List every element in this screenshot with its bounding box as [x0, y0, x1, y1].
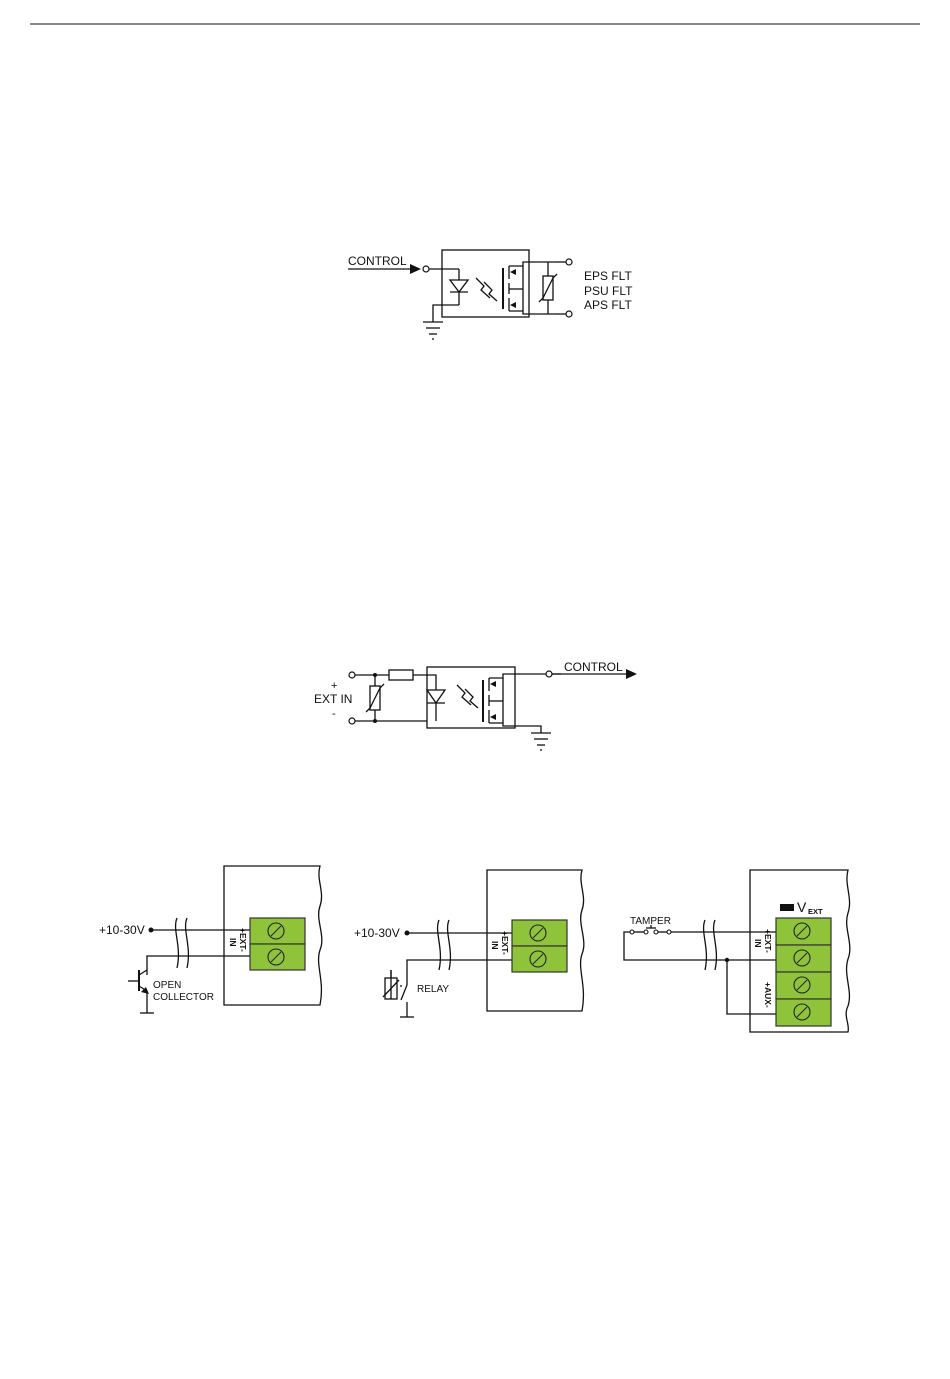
terminal-block [776, 918, 831, 1026]
ext-input-diagram: + EXT IN - [314, 660, 637, 750]
led-icon [427, 690, 445, 721]
device-label-line2: COLLECTOR [153, 992, 214, 1003]
device-label-line1: OPEN [153, 980, 181, 991]
wiring1-voltage-label: +10-30V [99, 923, 145, 937]
terminal-label-line1: +EXT- [500, 931, 510, 955]
diagram2-control-label: CONTROL [564, 660, 623, 674]
signal-wire [407, 960, 512, 985]
light-emission-icon [476, 278, 497, 301]
relay-coil-icon [383, 970, 404, 999]
vext-label-main: V [797, 899, 807, 915]
ext-in-minus-terminal [349, 718, 355, 724]
output-label-psu: PSU FLT [584, 284, 633, 298]
fault-output-diagram: CONTROL [348, 250, 633, 339]
ground-icon [531, 733, 551, 750]
terminal-block [250, 918, 305, 970]
terminal-ext-label-line2: IN [753, 939, 763, 948]
output-terminal-bottom [566, 311, 572, 317]
led-icon [433, 269, 468, 322]
arrow-right-icon [626, 669, 637, 679]
terminal-aux-label: +AUX- [763, 982, 773, 1008]
minus-sign-label: - [332, 708, 336, 720]
ext-in-label: EXT IN [314, 692, 352, 706]
arrow-right-icon [410, 264, 421, 274]
plus-sign-label: + [331, 680, 337, 692]
output-label-aps: APS FLT [584, 298, 632, 312]
tamper-wiring: V EXT TAMPER +EXT- IN +AUX- [624, 870, 850, 1032]
ground-icon [423, 322, 443, 339]
resistor-icon [389, 670, 413, 680]
diagram1-control-label: CONTROL [348, 254, 407, 268]
open-collector-wiring: +10-30V OPEN COLLECTOR +EXT- IN [99, 866, 322, 1013]
output-terminal-top [566, 259, 572, 265]
terminal-block [512, 920, 567, 972]
vext-label-sub: EXT [808, 907, 823, 916]
relay-label: RELAY [417, 984, 449, 995]
mosfet-switch-icon [483, 674, 561, 733]
control-output-terminal [546, 671, 552, 677]
transistor-icon [128, 970, 154, 1013]
signal-wire [147, 956, 250, 975]
terminal-label-line2: IN [490, 941, 500, 950]
cable-break-icon [438, 920, 451, 970]
terminal-label-line2: IN [228, 938, 238, 947]
wiring2-voltage-label: +10-30V [354, 926, 400, 940]
varistor-icon [539, 262, 557, 314]
relay-contact-icon [400, 985, 414, 1017]
light-emission-icon [457, 685, 478, 708]
ext-in-plus-terminal [349, 672, 355, 678]
cable-break-icon [176, 918, 189, 968]
terminal-label-line1: +EXT- [238, 928, 248, 952]
vext-symbol [780, 904, 794, 911]
cable-break-icon [704, 920, 717, 970]
output-label-eps: EPS FLT [584, 269, 632, 283]
input-terminal [423, 266, 429, 272]
terminal-ext-label-line1: +EXT- [763, 929, 773, 953]
varistor-icon [366, 675, 384, 721]
relay-wiring: +10-30V RELAY +EXT- IN [354, 870, 584, 1017]
